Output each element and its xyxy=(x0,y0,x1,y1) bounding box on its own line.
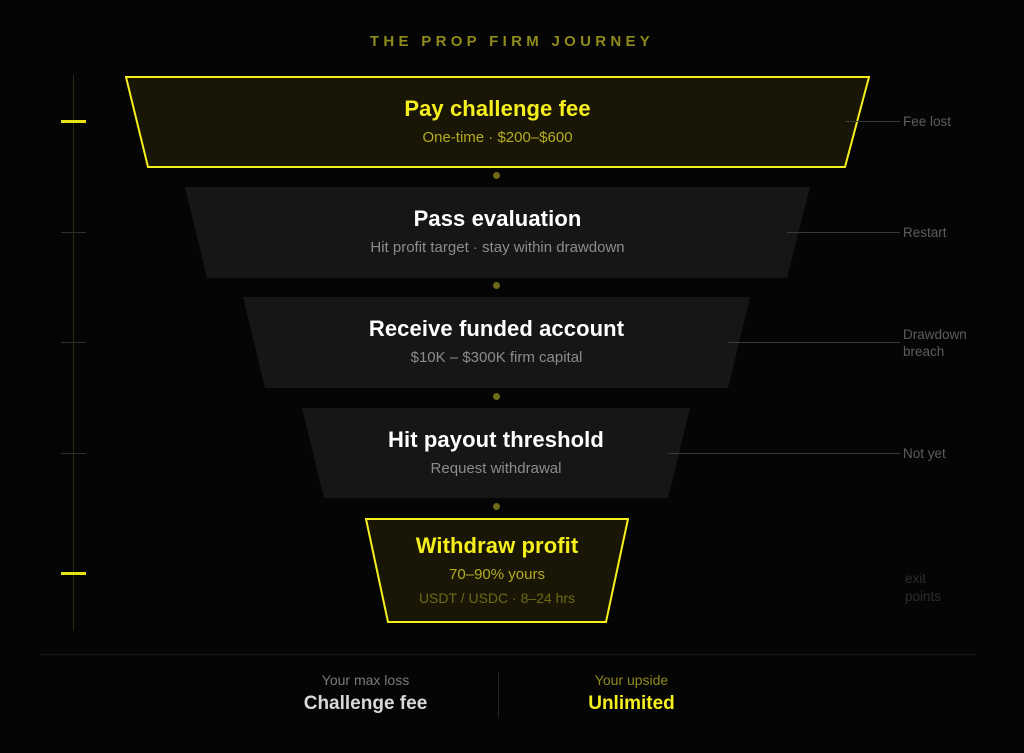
stage-title: Hit payout threshold xyxy=(388,426,604,452)
stage-text-block: Receive funded account $10K – $300K firm … xyxy=(243,297,750,388)
connector-dot-4 xyxy=(493,503,500,510)
connector-dot-3 xyxy=(493,393,500,400)
footer-upside-label: Your upside xyxy=(594,672,669,688)
exit-leader-line-2 xyxy=(787,232,900,233)
footer-max-loss-value: Challenge fee xyxy=(303,693,428,714)
axis-caption: exit points xyxy=(905,571,942,604)
stage-subtitle: 70–90% yours xyxy=(449,565,545,583)
stage-title: Pay challenge fee xyxy=(404,95,591,121)
connector-dot-2 xyxy=(493,282,500,289)
stage-trapezoid xyxy=(125,76,870,168)
axis-tick-5 xyxy=(61,572,86,575)
axis-tick-2 xyxy=(61,232,86,233)
page-title: THE PROP FIRM JOURNEY xyxy=(369,33,655,50)
exit-leader-line-3 xyxy=(728,342,900,343)
stage-trapezoid xyxy=(365,518,629,623)
stage-title: Pass evaluation xyxy=(413,206,582,232)
axis-tick-3 xyxy=(61,342,86,343)
exit-leader-line-1 xyxy=(845,121,900,122)
stage-subtitle: Request withdrawal xyxy=(430,459,562,477)
stage-title: Receive funded account xyxy=(368,316,625,342)
stage-subtitle-secondary: USDT / USDC · 8–24 hrs xyxy=(418,589,576,606)
measure-axis xyxy=(73,75,74,631)
footer-divider xyxy=(40,654,976,655)
stage-trapezoid xyxy=(185,187,810,278)
footer-upside-value: Unlimited xyxy=(588,693,675,714)
stage-title: Withdraw profit xyxy=(415,532,579,558)
stage-trapezoid xyxy=(302,408,690,498)
exit-leader-line-4 xyxy=(668,453,900,454)
stage-trapezoid xyxy=(243,297,750,388)
exit-label-4: Not yet xyxy=(903,446,946,461)
connector-dot-1 xyxy=(493,172,500,179)
axis-tick-4 xyxy=(61,453,86,454)
stage-subtitle: Hit profit target · stay within drawdown xyxy=(370,239,625,257)
stage-subtitle: One-time · $200–$600 xyxy=(422,128,573,146)
exit-label-2: Restart xyxy=(903,225,947,240)
funnel-stage-3[interactable]: Receive funded account $10K – $300K firm … xyxy=(243,297,750,388)
footer-max-loss: Your max loss Challenge fee xyxy=(233,670,498,717)
footer-max-loss-label: Your max loss xyxy=(321,672,410,688)
axis-tick-1 xyxy=(61,120,86,123)
exit-label-1: Fee lost xyxy=(903,114,952,129)
exit-label-3: Drawdown breach xyxy=(903,327,967,359)
stage-subtitle: $10K – $300K firm capital xyxy=(410,349,583,367)
footer-vertical-divider xyxy=(498,672,499,718)
footer-upside: Your upside Unlimited xyxy=(499,670,764,717)
